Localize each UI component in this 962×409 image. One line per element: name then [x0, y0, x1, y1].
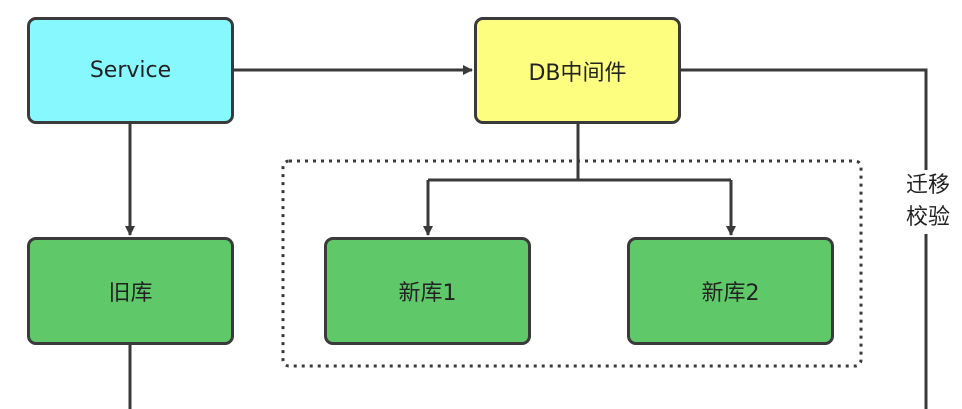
migration-verify-label: 迁移 校验	[902, 170, 954, 234]
old-db-node: 旧库	[27, 237, 234, 345]
db-middleware-node: DB中间件	[474, 17, 681, 124]
new-db-1-node-label: 新库1	[398, 281, 457, 306]
service-node-label: Service	[89, 58, 172, 83]
line-migration-verify	[681, 68, 928, 409]
old-db-node-label: 旧库	[108, 281, 153, 306]
db-middleware-node-label: DB中间件	[528, 60, 627, 86]
service-node: Service	[27, 17, 234, 124]
new-db-1-node: 新库1	[324, 237, 531, 345]
new-db-2-node: 新库2	[627, 237, 834, 345]
new-db-2-node-label: 新库2	[701, 281, 760, 306]
new-db-group-border	[281, 159, 863, 368]
